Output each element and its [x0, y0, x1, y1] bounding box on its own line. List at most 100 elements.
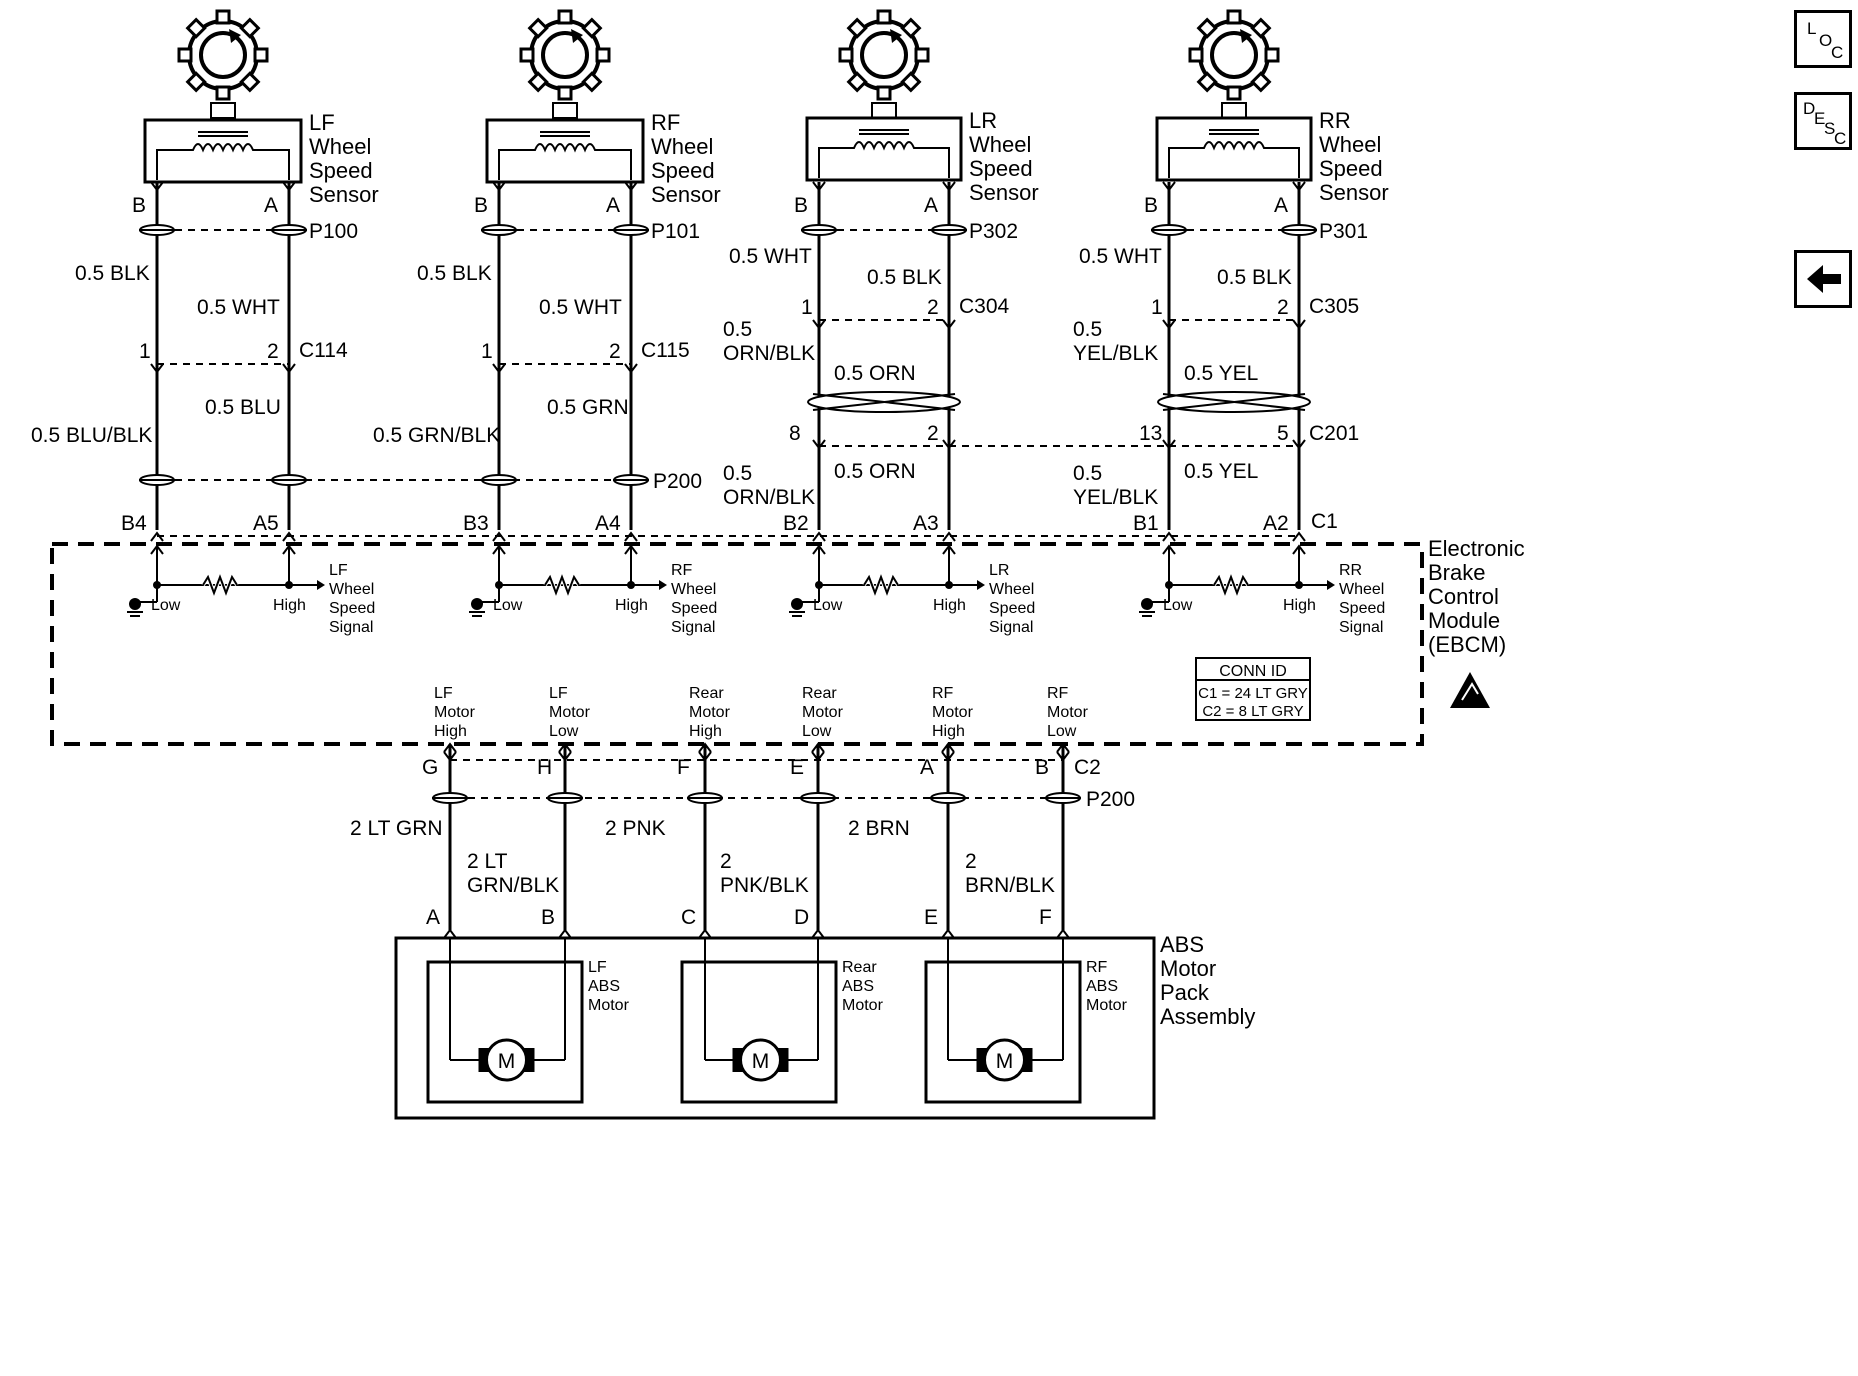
motor-output-label: Low [802, 723, 832, 740]
sensor-name-label: Wheel [309, 134, 371, 159]
tone-ring-tooth [557, 9, 573, 25]
ground-icon [1141, 598, 1153, 610]
pin-arrow [1292, 319, 1306, 330]
sensor-name-label: Speed [309, 158, 373, 183]
motor-wire-color-label: 2 LT [467, 850, 508, 873]
ebcm-module-box [50, 542, 1424, 746]
pack-pin-label: E [924, 906, 938, 929]
pin-number: 5 [1277, 422, 1289, 445]
motor-output-label: Motor [1047, 704, 1089, 721]
conn-id-box [1195, 657, 1311, 721]
pin-arrow [1162, 531, 1176, 542]
wire-a-color-label: 0.5 YEL [1184, 460, 1258, 483]
wire-b-color-label: 0.5 BLK [417, 262, 492, 285]
pack-pin-label: C [681, 906, 696, 929]
c2-pin-label: B [1035, 756, 1049, 779]
connector-label: P302 [969, 220, 1018, 243]
abs-motor-label: Motor [842, 997, 884, 1014]
pin-arrow [941, 928, 955, 939]
pin-arrow [492, 363, 506, 374]
wire-b-color-label: 0.5 BLK [75, 262, 150, 285]
high-label: High [615, 597, 648, 614]
abs-motor-label: Rear [842, 959, 877, 976]
abs-motor-pack-box [394, 936, 1156, 1120]
tone-ring-tooth [215, 9, 231, 25]
abs-motor-label: ABS [842, 978, 874, 995]
motor-wire-color-label: PNK/BLK [720, 874, 809, 897]
sensor-name-label: RR [1319, 108, 1351, 133]
pin-arrow [443, 928, 457, 939]
rotation-arrow-icon [890, 29, 902, 43]
sensor-name-label: Speed [969, 156, 1033, 181]
tone-ring-tooth [557, 85, 573, 101]
tone-ring-inner [1210, 31, 1258, 79]
connector-label: C305 [1309, 295, 1359, 318]
motor-symbol-label: M [752, 1050, 770, 1073]
connector-label: C114 [299, 339, 348, 362]
sensor-name-label: Sensor [651, 182, 721, 207]
motor-output-label: High [434, 723, 467, 740]
low-label: Low [493, 597, 523, 614]
motor-icon [739, 1038, 782, 1082]
signal-name-label: Speed [1339, 600, 1385, 617]
wire-b-color-label: 0.5 WHT [1079, 245, 1162, 268]
sensor-coil [498, 143, 632, 180]
rotation-arrow-icon [571, 29, 583, 43]
wire-b-color-label: YEL/BLK [1073, 486, 1158, 509]
wire-a-color-label: 0.5 GRN [547, 396, 629, 419]
pin-number: 2 [927, 422, 939, 445]
desc-button[interactable]: D E S C [1794, 92, 1852, 150]
c2-pin-label: H [537, 756, 552, 779]
sensor-name-label: LR [969, 108, 997, 133]
ebcm-pin-label: A5 [253, 512, 279, 535]
loc-l: L [1807, 19, 1817, 38]
resistor-icon [863, 574, 899, 596]
tone-ring-tooth [519, 47, 535, 63]
motor-output-label: Low [1047, 723, 1077, 740]
back-button[interactable] [1794, 250, 1852, 308]
pin-arrow [1292, 439, 1306, 450]
motor-output-label: Motor [549, 704, 591, 721]
sensor-pin-b-label: B [474, 194, 488, 217]
tone-ring-tooth [239, 17, 261, 39]
pin-arrow [812, 531, 826, 542]
pin-number: 1 [801, 296, 813, 319]
motor-symbol-label: M [498, 1050, 516, 1073]
wire-a-color-label: 0.5 WHT [539, 296, 622, 319]
tone-ring-tooth [239, 71, 261, 93]
signal-arrow-icon [317, 580, 325, 590]
sensor-stem [871, 102, 897, 119]
abs-motor-label: Motor [1086, 997, 1128, 1014]
sensor-name-label: RF [651, 110, 680, 135]
sensor-stem [552, 102, 578, 119]
loc-button[interactable]: L O C [1794, 10, 1852, 68]
wire-b-color-label: ORN/BLK [723, 486, 815, 509]
sensor-name-label: Wheel [969, 132, 1031, 157]
motor-icon [485, 1038, 528, 1082]
abs-motor-label: ABS [1086, 978, 1118, 995]
tone-ring-tooth [1264, 47, 1280, 63]
pin-arrow [812, 319, 826, 330]
pin-arrow [1162, 319, 1176, 330]
desc-e: E [1814, 109, 1826, 128]
tone-ring-inner [199, 31, 247, 79]
signal-name-label: Signal [989, 619, 1033, 636]
motor-output-label: Rear [689, 685, 724, 702]
sensor-name-label: Sensor [1319, 180, 1389, 205]
resistor-icon [1213, 574, 1249, 596]
motor-output-label: RF [932, 685, 954, 702]
pin-arrow [150, 531, 164, 542]
wire-b-color-label: 0.5 BLU/BLK [31, 424, 152, 447]
wheel-tone-ring-icon [1188, 9, 1280, 101]
abs-motor-box [680, 960, 838, 1104]
motor-wire-color-label: 2 [720, 850, 732, 873]
signal-name-label: LF [329, 562, 348, 579]
